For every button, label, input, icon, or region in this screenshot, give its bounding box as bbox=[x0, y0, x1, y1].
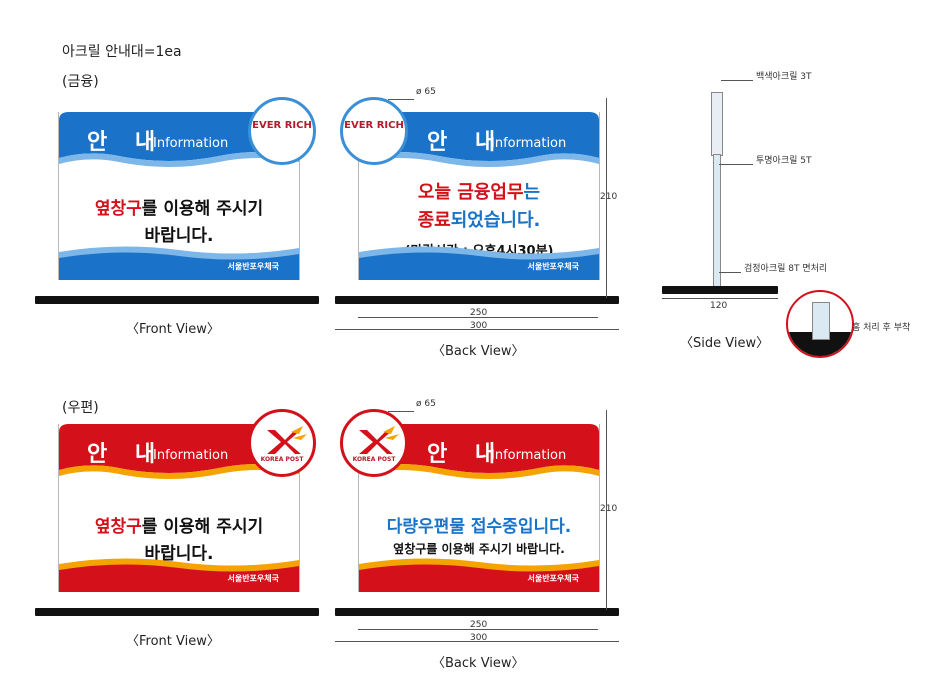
footer-label: 서울반포우체국 bbox=[527, 262, 579, 271]
sign-heading: 안 내 bbox=[87, 442, 166, 467]
sign-header: 안 내 Information bbox=[359, 424, 599, 480]
dimension-inner: 250 bbox=[470, 620, 488, 630]
sign-footer: 서울반포우체국 bbox=[359, 240, 599, 280]
everrich-logo-text: EVER RICH bbox=[344, 120, 404, 131]
dimension-height-line bbox=[606, 410, 607, 610]
side-label-top: 백색아크릴 3T bbox=[756, 72, 812, 82]
sign-heading-en: Information bbox=[491, 136, 567, 151]
side-detail-label: 홈 처리 후 부착 bbox=[852, 323, 911, 333]
side-dimension-line bbox=[662, 298, 778, 299]
caption-side: 〈Side View〉 bbox=[680, 336, 770, 351]
footer-label: 서울반포우체국 bbox=[227, 262, 279, 271]
sign-base bbox=[335, 608, 619, 616]
side-leader-top bbox=[721, 80, 753, 81]
side-leader-bottom bbox=[719, 272, 741, 273]
dimension-diameter: ø 65 bbox=[416, 399, 436, 409]
side-white-acrylic bbox=[711, 92, 723, 156]
korea-post-logo: KOREA POST bbox=[248, 409, 316, 477]
sign-header: 안 내 Information bbox=[359, 112, 599, 168]
dimension-inner-line bbox=[358, 629, 598, 630]
footer-label: 서울반포우체국 bbox=[527, 574, 579, 583]
sign-base bbox=[35, 608, 319, 616]
dimension-diameter: ø 65 bbox=[416, 87, 436, 97]
caption-front-finance: 〈Front View〉 bbox=[126, 322, 220, 337]
sign-heading-en: Information bbox=[491, 448, 567, 463]
korea-post-text: KOREA POST bbox=[352, 456, 396, 463]
sign-footer: 서울반포우체국 bbox=[359, 552, 599, 592]
caption-back-finance: 〈Back View〉 bbox=[432, 344, 525, 359]
dimension-inner: 250 bbox=[470, 308, 488, 318]
front-message-line2: 바랍니다. bbox=[144, 544, 214, 564]
dimension-inner-line bbox=[358, 317, 598, 318]
back-finance-line2: 종료되었습니다. bbox=[417, 210, 541, 231]
back-finance-line1: 오늘 금융업무는 bbox=[417, 182, 541, 203]
side-leader-middle bbox=[719, 164, 753, 165]
sign-heading: 안 내 bbox=[427, 442, 506, 467]
section-post-label: (우편) bbox=[62, 400, 99, 416]
post-back-sign: 안 내 Information 다량우편물 접수중입니다. 옆창구를 이용해 주… bbox=[358, 424, 600, 592]
front-message-highlight: 옆창구 bbox=[94, 199, 142, 219]
sign-base bbox=[335, 296, 619, 304]
dimension-height-line bbox=[606, 98, 607, 298]
sign-footer: 서울반포우체국 bbox=[59, 240, 299, 280]
korea-post-emblem-icon bbox=[267, 426, 307, 454]
dimension-outer: 300 bbox=[470, 633, 488, 643]
everrich-logo-text: EVER RICH bbox=[252, 120, 312, 131]
page-title: 아크릴 안내대=1ea bbox=[62, 44, 182, 60]
side-label-bottom: 검정아크릴 8T 면처리 bbox=[744, 264, 828, 274]
sign-footer: 서울반포우체국 bbox=[59, 552, 299, 592]
side-clear-acrylic bbox=[713, 154, 721, 288]
post-front-sign: 안 내 Information 옆창구를 이용해 주시기 바랍니다. 서울반포우… bbox=[58, 424, 300, 592]
side-detail-circle bbox=[786, 290, 854, 358]
caption-front-post: 〈Front View〉 bbox=[126, 634, 220, 649]
front-message-line1: 옆창구를 이용해 주시기 bbox=[59, 194, 299, 219]
dimension-outer: 300 bbox=[470, 321, 488, 331]
front-message-rest: 를 이용해 주시기 bbox=[141, 199, 264, 219]
section-finance-label: (금융) bbox=[62, 74, 99, 90]
sign-heading-en: Information bbox=[153, 136, 229, 151]
side-dimension: 120 bbox=[710, 301, 728, 311]
dimension-outer-line bbox=[335, 641, 619, 642]
sign-base bbox=[35, 296, 319, 304]
front-message-line2: 바랍니다. bbox=[144, 226, 214, 246]
footer-label: 서울반포우체국 bbox=[227, 574, 279, 583]
dimension-outer-line bbox=[335, 329, 619, 330]
sign-header: 안 내 Information bbox=[59, 112, 299, 168]
dimension-height: 210 bbox=[600, 504, 618, 514]
sign-heading: 안 내 bbox=[87, 130, 166, 155]
korea-post-logo: KOREA POST bbox=[340, 409, 408, 477]
everrich-logo: EVER RICH bbox=[248, 97, 316, 165]
side-black-base bbox=[662, 286, 778, 294]
side-label-middle: 투명아크릴 5T bbox=[756, 156, 812, 166]
back-post-line1: 다량우편물 접수중입니다. bbox=[386, 517, 572, 537]
dimension-height: 210 bbox=[600, 192, 618, 202]
caption-back-post: 〈Back View〉 bbox=[432, 656, 525, 671]
sign-heading-en: Information bbox=[153, 448, 229, 463]
korea-post-emblem-icon bbox=[359, 426, 399, 454]
finance-back-sign: 안 내 Information 오늘 금융업무는 종료되었습니다. (마감시간 … bbox=[358, 112, 600, 280]
front-message-line1: 옆창구를 이용해 주시기 bbox=[94, 517, 264, 537]
korea-post-text: KOREA POST bbox=[260, 456, 304, 463]
sign-heading: 안 내 bbox=[427, 130, 506, 155]
dimension-leader bbox=[388, 99, 414, 100]
sign-header: 안 내 Information bbox=[59, 424, 299, 480]
everrich-logo: EVER RICH bbox=[340, 97, 408, 165]
back-post-line2: 옆창구를 이용해 주시기 바랍니다. bbox=[393, 542, 565, 556]
dimension-leader bbox=[388, 411, 414, 412]
